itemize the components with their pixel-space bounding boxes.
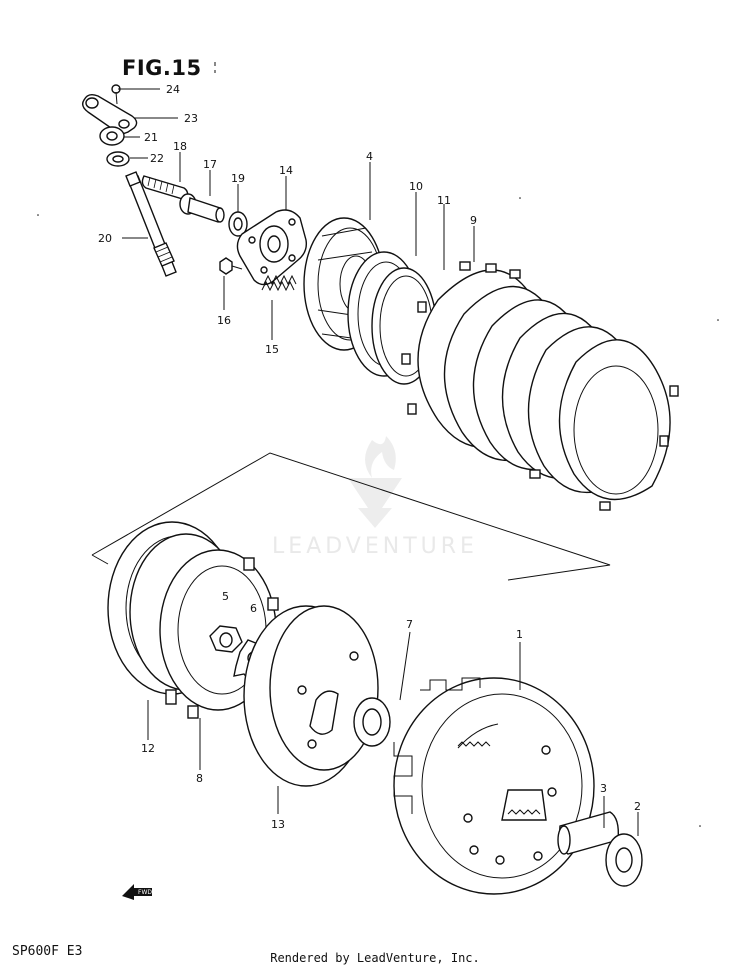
part-13-clutch-hub <box>243 605 379 787</box>
watermark: LEADVENTURE <box>272 436 478 559</box>
callout-20: 20 <box>98 232 112 245</box>
callout-7: 7 <box>406 618 413 631</box>
callout-13: 13 <box>271 818 285 831</box>
callout-10: 10 <box>409 180 423 193</box>
callout-1: 1 <box>516 628 523 641</box>
part-21-nut <box>99 126 125 146</box>
callout-14: 14 <box>279 164 293 177</box>
assembly-outline <box>91 452 611 581</box>
callout-21: 21 <box>144 131 158 144</box>
callout-18: 18 <box>173 140 187 153</box>
fwd-label: FWD <box>138 889 152 896</box>
figure-title: FIG.15 <box>122 56 202 80</box>
callout-6: 6 <box>250 602 257 615</box>
render-credit: Rendered by LeadVenture, Inc. <box>270 951 480 965</box>
callout-5: 5 <box>222 590 229 603</box>
callout-16: 16 <box>217 314 231 327</box>
part-16-bolt <box>219 257 243 275</box>
callout-8: 8 <box>196 772 203 785</box>
callout-11: 11 <box>437 194 451 207</box>
callout-22: 22 <box>150 152 164 165</box>
callout-3: 3 <box>600 782 607 795</box>
callout-12: 12 <box>141 742 155 755</box>
scan-specks <box>37 62 719 827</box>
part-20-push-rod <box>125 171 177 277</box>
watermark-text: LEADVENTURE <box>272 534 478 559</box>
part-22-washer <box>106 151 130 167</box>
part-7-thrust-washer <box>353 697 391 747</box>
part-9-plate-stack <box>401 261 679 511</box>
part-14-pressure-plate <box>236 209 308 286</box>
callout-9: 9 <box>470 214 477 227</box>
callout-23: 23 <box>184 112 198 125</box>
fwd-arrow-icon: FWD <box>120 878 154 900</box>
part-2-washer <box>605 833 643 887</box>
part-24-screw <box>111 84 121 105</box>
part-23-release-arm <box>81 93 138 135</box>
part-17-push-piece <box>187 197 225 223</box>
callout-19: 19 <box>231 172 245 185</box>
callout-17: 17 <box>203 158 217 171</box>
part-5-nut <box>209 625 243 653</box>
callout-15: 15 <box>265 343 279 356</box>
part-1-clutch-housing <box>393 677 595 895</box>
callout-2: 2 <box>634 800 641 813</box>
callout-24: 24 <box>166 83 180 96</box>
callout-4: 4 <box>366 150 373 163</box>
model-code: SP600F E3 <box>12 944 83 959</box>
part-15-spring <box>261 274 297 292</box>
callout-leaders <box>118 88 639 836</box>
